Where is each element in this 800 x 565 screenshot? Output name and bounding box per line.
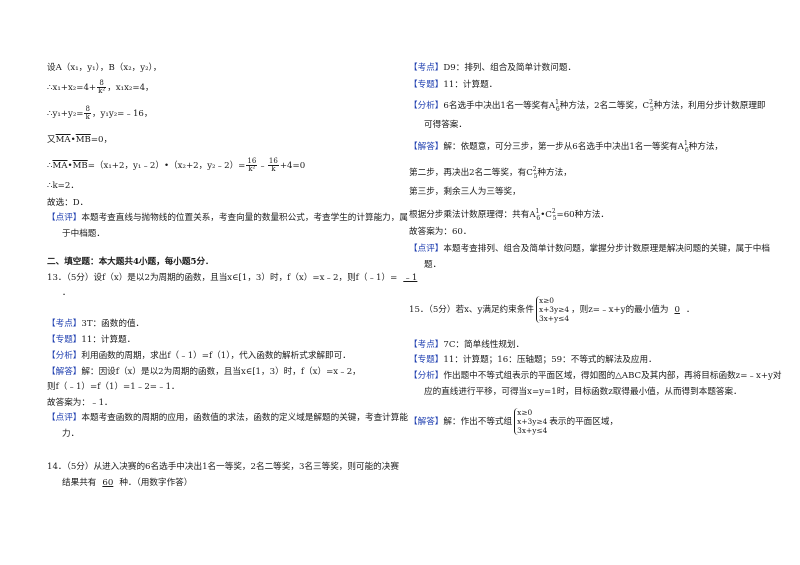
q14-comment-1: 【点评】本题考查排列、组合及简单计数问题，掌握分步计数原理是解决问题的关键，属于… xyxy=(409,244,770,254)
comment-line-1: 【点评】本题考查直线与抛物线的位置关系，考查向量的数量积公式，考查学生的计算能力… xyxy=(47,213,408,223)
answer-13: ﹣1 xyxy=(403,273,418,283)
q14-analysis-2: 可得答案． xyxy=(424,120,467,130)
line-choice: 故选：D． xyxy=(47,198,89,208)
comment-tag: 【点评】 xyxy=(47,213,82,223)
q13-topic: 【考点】3T：函数的值． xyxy=(47,319,145,329)
line-k: ∴k=2． xyxy=(47,181,79,191)
q14-solution-2: 第二步，再决出2名二等奖，有C25种方法， xyxy=(409,166,572,180)
comment-line-2: 于中档题． xyxy=(62,229,105,239)
q15-category: 【专题】11：计算题；16：压轴题；59：不等式的解法及应用． xyxy=(409,355,657,365)
q13-analysis: 【分析】利用函数的周期，求出f（﹣1）=f（1），代入函数的解析式求解即可． xyxy=(47,351,351,361)
line-set-AB: 设A（x₁，y₁），B（x₂，y₂）， xyxy=(47,63,162,73)
question-13-end: ． xyxy=(62,288,71,298)
q15-analysis-2: 应的直线进行平移，可得当x=y=1时，目标函数z取得最小值，从而得到本题答案． xyxy=(424,387,742,397)
section-heading: 二、填空题：本大题共4小题，每小题5分． xyxy=(47,257,214,267)
q14-solution-1: 【解答】解：依题意，可分三步，第一步从6名选手中决出1名一等奖有A16种方法， xyxy=(409,140,724,154)
line-dot-zero: 又MA•MB=0， xyxy=(47,135,113,145)
q13-category: 【专题】11：计算题． xyxy=(47,335,136,345)
q14-topic: 【考点】D9：排列、组合及简单计数问题． xyxy=(409,63,577,73)
q14-category: 【专题】11：计算题． xyxy=(409,80,498,90)
q14-solution-5: 故答案为：60． xyxy=(409,227,472,237)
q13-solution-3: 故答案为：﹣1． xyxy=(47,398,113,408)
question-13: 13．（5分）设f（x）是以2为周期的函数，且当x∈[1，3）时，f（x）=x﹣… xyxy=(47,272,423,284)
q13-solution-1: 【解答】解：因设f（x）是以2为周期的函数，且当x∈[1，3）时，f（x）=x﹣… xyxy=(47,367,361,377)
q13-comment-1: 【点评】本题考查函数的周期的应用，函数值的求法，函数的定义域是解题的关键，考查计… xyxy=(47,413,408,423)
q13-comment-2: 力． xyxy=(62,429,80,439)
q14-solution-4: 根据分步乘法计数原理得：共有A16•C25=60种方法． xyxy=(409,208,610,222)
q14-solution-3: 第三步，剩余三人为三等奖， xyxy=(409,187,521,197)
question-14: 14．（5分）从进入决赛的6名选手中决出1名一等奖，2名二等奖，3名三等奖，则可… xyxy=(47,462,399,472)
q14-comment-2: 题． xyxy=(424,260,442,270)
q15-topic: 【考点】7C：简单线性规划． xyxy=(409,340,525,350)
answer-14: 60 xyxy=(102,478,114,488)
answer-15: 0 xyxy=(674,305,680,315)
q13-solution-2: 则f（﹣1）=f（1）=1﹣2=﹣1． xyxy=(47,382,180,392)
q14-analysis-1: 【分析】6名选手中决出1名一等奖有A16种方法，2名二等奖，C25种方法，利用分… xyxy=(409,99,766,113)
q15-analysis-1: 【分析】作出题中不等式组表示的平面区域，得如图的△ABC及其内部，再将目标函数z… xyxy=(409,371,782,381)
